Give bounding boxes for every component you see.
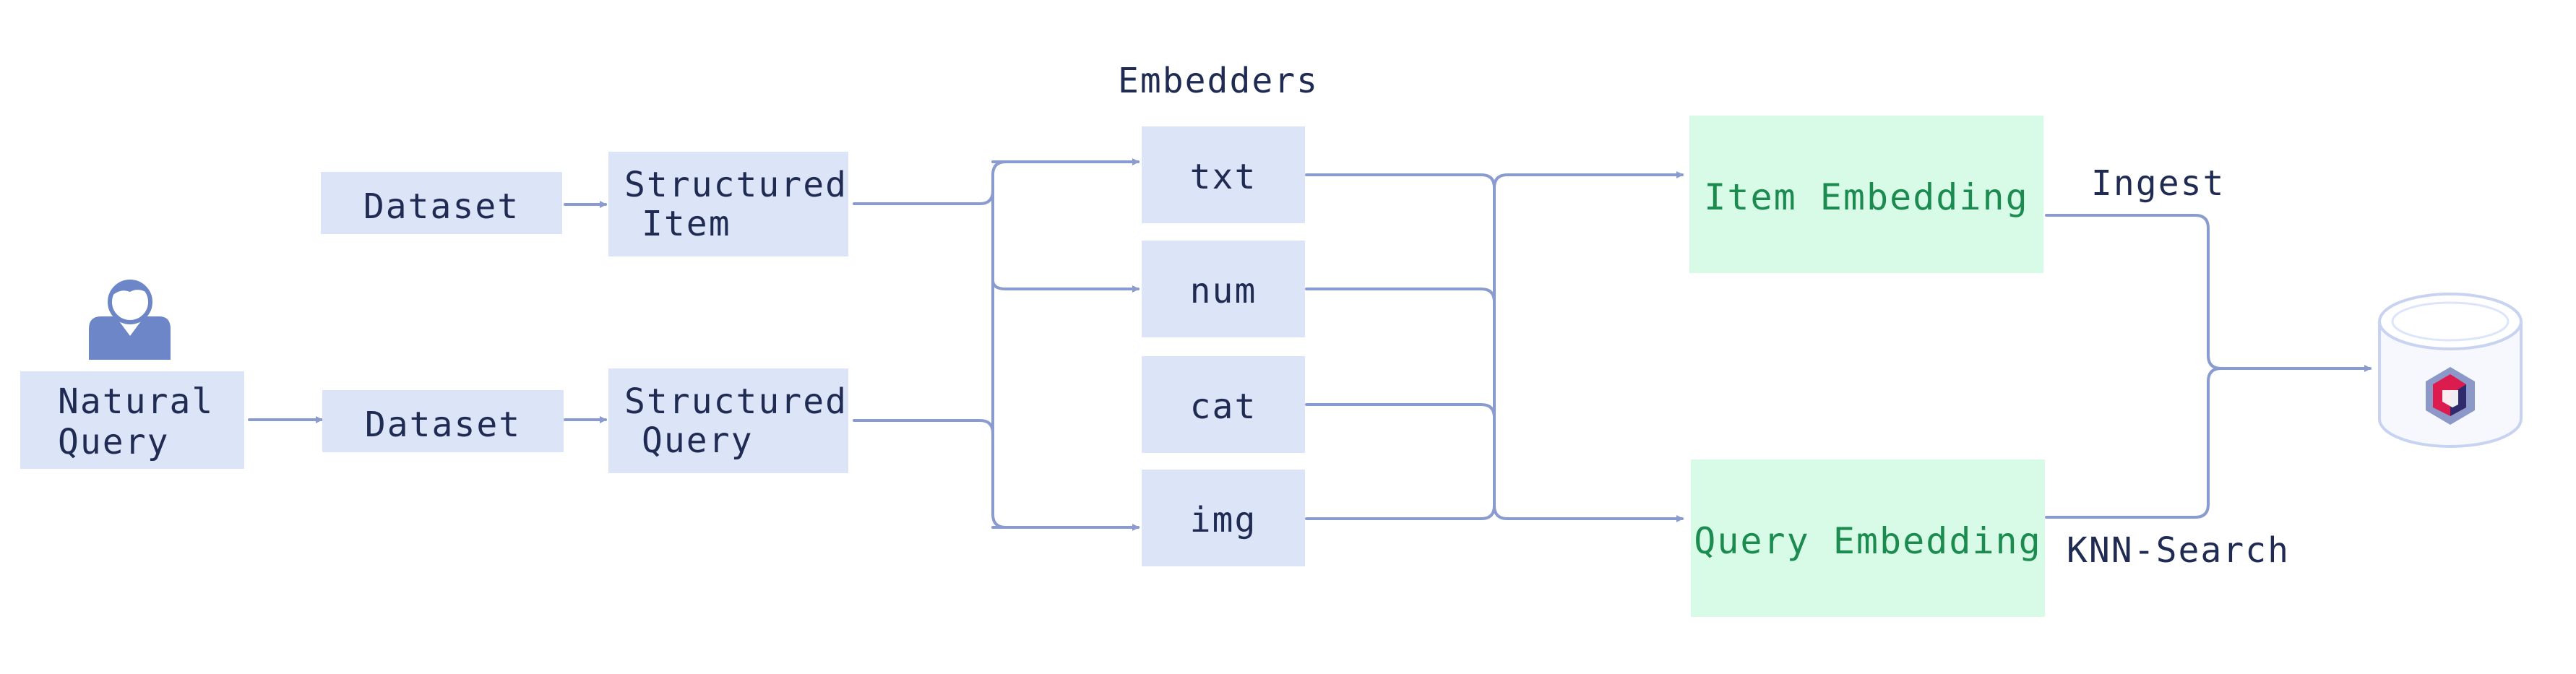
embedder-img-label: img — [1190, 500, 1257, 540]
natural-query-line-2: Query — [58, 422, 170, 462]
edge-cat-out — [1305, 403, 1496, 419]
natural-query-line-1: Natural — [58, 381, 214, 422]
structured-item-line-2: Item — [642, 204, 731, 244]
embedder-cat-label: cat — [1190, 386, 1257, 427]
item-embedding-node: Item Embedding — [1689, 116, 2043, 273]
vector-database-icon — [2378, 293, 2523, 448]
connectors — [248, 158, 2372, 531]
user-icon — [89, 280, 171, 360]
embedders-title: Embedders — [1118, 61, 1319, 101]
structured-query-line-1: Structured — [624, 381, 848, 422]
dataset-bottom-label: Dataset — [365, 405, 521, 445]
embedder-txt-label: txt — [1190, 157, 1257, 197]
dataset-bottom-node: Dataset — [322, 390, 564, 452]
edge-txt-out — [1305, 173, 1684, 522]
structured-item-node: Structured Item — [608, 152, 848, 256]
structured-item-line-1: Structured — [624, 165, 848, 205]
edge-bus-to-num — [991, 173, 1138, 516]
edge-item-embedding-to-db — [2045, 214, 2372, 372]
embedder-img-node: img — [1142, 470, 1305, 566]
query-embedding-node: Query Embedding — [1691, 459, 2045, 617]
edge-structured-query-bus — [853, 419, 1140, 529]
embedder-num-label: num — [1190, 271, 1257, 311]
item-embedding-label: Item Embedding — [1704, 176, 2028, 218]
embedder-txt-node: txt — [1142, 126, 1305, 223]
structured-query-node: Structured Query — [608, 368, 848, 473]
natural-query-node: Natural Query — [20, 371, 244, 469]
dataset-top-node: Dataset — [321, 172, 562, 234]
edge-structured-item-bus — [853, 160, 1140, 205]
knn-search-label: KNN-Search — [2067, 530, 2290, 571]
edge-query-embedding-to-db — [2045, 367, 2223, 519]
edge-num-out — [1305, 288, 1496, 303]
edge-bus-to-item-embedding — [1493, 171, 1684, 189]
structured-query-line-2: Query — [642, 420, 754, 461]
embedder-cat-node: cat — [1142, 356, 1305, 453]
query-embedding-label: Query Embedding — [1694, 520, 2042, 562]
dataset-top-label: Dataset — [363, 186, 520, 227]
embedder-num-node: num — [1142, 241, 1305, 337]
ingest-label: Ingest — [2091, 163, 2225, 204]
edge-img-out — [1305, 504, 1496, 520]
